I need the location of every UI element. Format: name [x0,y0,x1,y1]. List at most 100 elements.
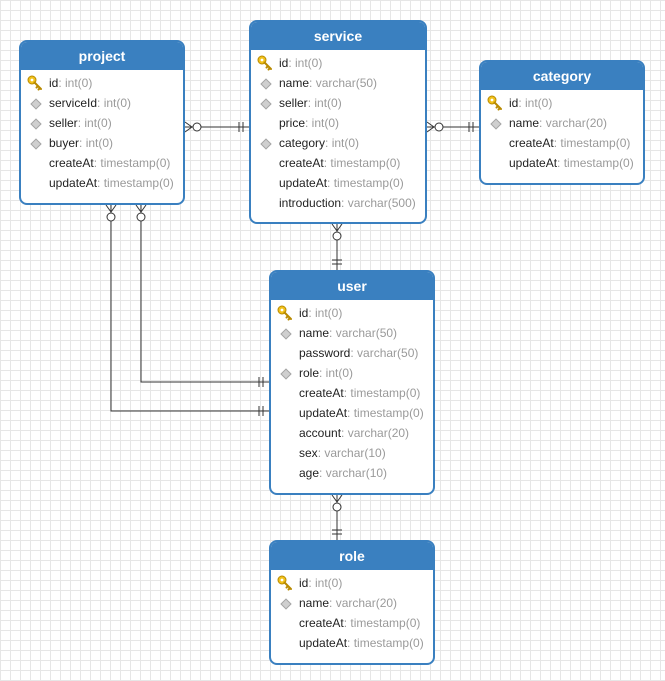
field-row[interactable]: createAt: timestamp(0) [251,153,425,173]
field-row[interactable]: id: int(0) [251,53,425,73]
diamond-icon [280,328,292,340]
field-name: updateAt [509,156,558,170]
field-name: id [49,76,59,90]
relationship-project-user-seller [135,204,269,387]
field-text: name: varchar(20) [299,593,397,613]
diamond-icon [260,78,272,90]
field-row[interactable]: seller: int(0) [251,93,425,113]
field-type: : timestamp(0) [347,636,424,650]
field-row[interactable]: id: int(0) [21,73,183,93]
field-name: createAt [509,136,554,150]
field-row[interactable]: name: varchar(20) [271,593,433,613]
field-text: updateAt: timestamp(0) [299,403,424,423]
field-text: updateAt: timestamp(0) [279,173,404,193]
field-row[interactable]: introduction: varchar(500) [251,193,425,213]
relationship-project-user-buyer [105,204,269,416]
field-type: : varchar(10) [317,446,386,460]
field-text: createAt: timestamp(0) [299,613,420,633]
field-name: introduction [279,196,342,210]
field-text: price: int(0) [279,113,339,133]
field-text: updateAt: timestamp(0) [299,633,424,653]
field-text: category: int(0) [279,133,359,153]
key-icon [277,575,292,591]
entity-role[interactable]: role id: int(0)name: varchar(20)createAt… [269,540,435,665]
field-row[interactable]: createAt: timestamp(0) [271,383,433,403]
diamond-icon [30,98,42,110]
field-name: sex [299,446,318,460]
field-row[interactable]: account: varchar(20) [271,423,433,443]
field-list: id: int(0)name: varchar(20)createAt: tim… [271,570,433,653]
field-row[interactable]: category: int(0) [251,133,425,153]
field-type: : int(0) [319,366,354,380]
entity-service[interactable]: service id: int(0)name: varchar(50)selle… [249,20,427,224]
field-text: seller: int(0) [279,93,342,113]
entity-user[interactable]: user id: int(0)name: varchar(50)password… [269,270,435,495]
field-type: : varchar(50) [309,76,378,90]
field-row[interactable]: age: varchar(10) [271,463,433,483]
field-text: createAt: timestamp(0) [509,133,630,153]
field-row[interactable]: password: varchar(50) [271,343,433,363]
field-row[interactable]: seller: int(0) [21,113,183,133]
field-type: : varchar(20) [329,596,398,610]
entity-title: project [21,42,183,70]
relationship-service-user [331,223,343,270]
field-text: createAt: timestamp(0) [279,153,400,173]
field-type: : timestamp(0) [327,176,404,190]
field-name: name [279,76,310,90]
field-row[interactable]: updateAt: timestamp(0) [271,403,433,423]
field-name: updateAt [299,636,348,650]
field-name: seller [49,116,78,130]
field-text: sex: varchar(10) [299,443,386,463]
diamond-icon [30,138,42,150]
field-row[interactable]: updateAt: timestamp(0) [481,153,643,173]
field-text: name: varchar(20) [509,113,607,133]
field-row[interactable]: sex: varchar(10) [271,443,433,463]
entity-category[interactable]: category id: int(0)name: varchar(20)crea… [479,60,645,185]
diamond-icon [260,138,272,150]
field-type: : varchar(500) [341,196,416,210]
field-row[interactable]: createAt: timestamp(0) [271,613,433,633]
entity-title: role [271,542,433,570]
field-text: updateAt: timestamp(0) [49,173,174,193]
field-row[interactable]: updateAt: timestamp(0) [251,173,425,193]
field-row[interactable]: name: varchar(20) [481,113,643,133]
field-text: updateAt: timestamp(0) [509,153,634,173]
field-name: updateAt [299,406,348,420]
field-text: id: int(0) [279,53,322,73]
field-row[interactable]: id: int(0) [271,573,433,593]
entity-project[interactable]: project id: int(0)serviceId: int(0)selle… [19,40,185,205]
field-type: : varchar(50) [329,326,398,340]
field-row[interactable]: id: int(0) [271,303,433,323]
field-type: : int(0) [305,116,340,130]
relationship-user-role [331,494,343,540]
field-row[interactable]: price: int(0) [251,113,425,133]
field-type: : int(0) [79,136,114,150]
field-row[interactable]: createAt: timestamp(0) [481,133,643,153]
field-name: createAt [299,386,344,400]
entity-title: user [271,272,433,300]
field-text: id: int(0) [49,73,92,93]
relationship-project-service [184,121,249,133]
field-type: : timestamp(0) [557,156,634,170]
field-row[interactable]: createAt: timestamp(0) [21,153,183,173]
diamond-icon [260,98,272,110]
field-row[interactable]: role: int(0) [271,363,433,383]
field-list: id: int(0)serviceId: int(0)seller: int(0… [21,70,183,193]
field-row[interactable]: id: int(0) [481,93,643,113]
field-text: id: int(0) [299,573,342,593]
field-row[interactable]: updateAt: timestamp(0) [21,173,183,193]
field-name: serviceId [49,96,98,110]
field-row[interactable]: name: varchar(50) [271,323,433,343]
field-row[interactable]: buyer: int(0) [21,133,183,153]
field-row[interactable]: name: varchar(50) [251,73,425,93]
field-row[interactable]: serviceId: int(0) [21,93,183,113]
field-type: : int(0) [518,96,553,110]
relationship-service-category [426,121,479,133]
field-text: seller: int(0) [49,113,112,133]
field-name: id [299,576,309,590]
field-type: : int(0) [288,56,323,70]
field-text: role: int(0) [299,363,353,383]
field-row[interactable]: updateAt: timestamp(0) [271,633,433,653]
field-type: : timestamp(0) [97,176,174,190]
